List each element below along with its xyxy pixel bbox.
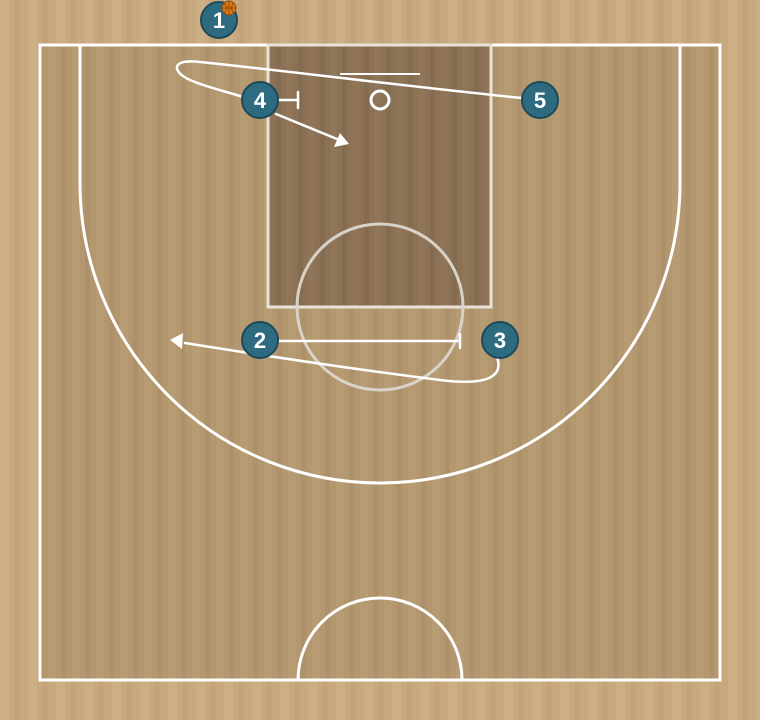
player-2[interactable]: 2 xyxy=(241,321,279,359)
player-1[interactable]: 1 xyxy=(200,0,238,39)
three-point-line xyxy=(78,45,682,485)
player-4-marker xyxy=(241,81,279,119)
player-1-label: 1 xyxy=(213,8,225,33)
basket-rim xyxy=(369,89,391,111)
player-2-cut-line xyxy=(183,341,500,383)
player-5-label: 5 xyxy=(534,88,546,113)
free-throw-circle xyxy=(295,222,465,392)
player-5-cut-line xyxy=(175,60,524,100)
player-4-cut-arrowhead xyxy=(334,133,349,147)
player-2-marker xyxy=(241,321,279,359)
player-4[interactable]: 4 xyxy=(241,81,279,119)
player-3-marker xyxy=(481,321,519,359)
player-4-label: 4 xyxy=(254,88,267,113)
action-lines xyxy=(170,60,524,383)
players: 1 4 5 2 3 xyxy=(200,0,559,359)
court-lines xyxy=(38,43,722,682)
player-3[interactable]: 3 xyxy=(481,321,519,359)
player-2-cut-arrowhead xyxy=(170,333,183,349)
player-4-cut-line xyxy=(274,112,339,141)
player-3-label: 3 xyxy=(494,328,506,353)
player-5[interactable]: 5 xyxy=(521,81,559,119)
paint-area xyxy=(268,45,491,307)
player-5-marker xyxy=(521,81,559,119)
center-circle xyxy=(296,596,464,681)
basketball-icon xyxy=(221,0,237,16)
key-outline xyxy=(266,43,493,309)
player-2-label: 2 xyxy=(254,328,266,353)
